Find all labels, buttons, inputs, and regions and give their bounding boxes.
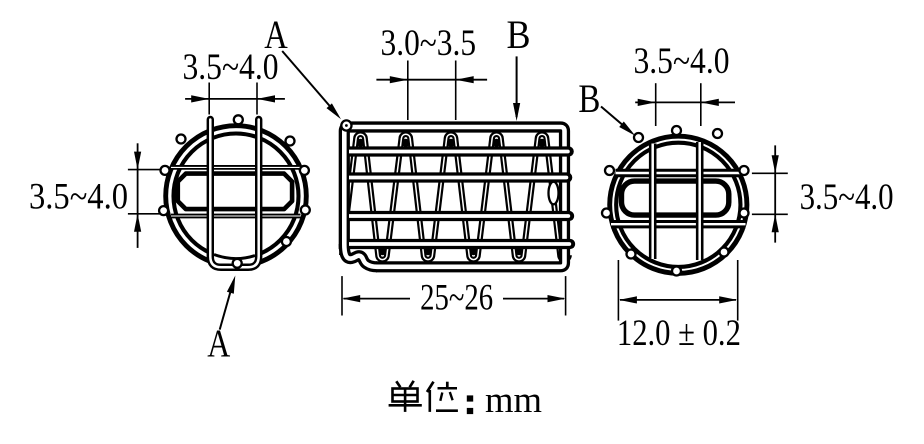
svg-text:3.5~4.0: 3.5~4.0 bbox=[183, 47, 279, 88]
svg-text:3.5~4.0: 3.5~4.0 bbox=[29, 177, 128, 218]
svg-text:B: B bbox=[578, 76, 600, 121]
svg-text:3.0~3.5: 3.0~3.5 bbox=[381, 23, 477, 64]
svg-text:12.0 ± 0.2: 12.0 ± 0.2 bbox=[617, 313, 741, 354]
svg-text:A: A bbox=[264, 12, 288, 57]
svg-text:25~26: 25~26 bbox=[420, 278, 493, 319]
svg-text:A: A bbox=[207, 322, 230, 365]
svg-text:3.5~4.0: 3.5~4.0 bbox=[634, 41, 730, 82]
svg-text:mm: mm bbox=[485, 380, 542, 421]
svg-text:B: B bbox=[507, 12, 531, 57]
svg-text:3.5~4.0: 3.5~4.0 bbox=[800, 177, 894, 218]
